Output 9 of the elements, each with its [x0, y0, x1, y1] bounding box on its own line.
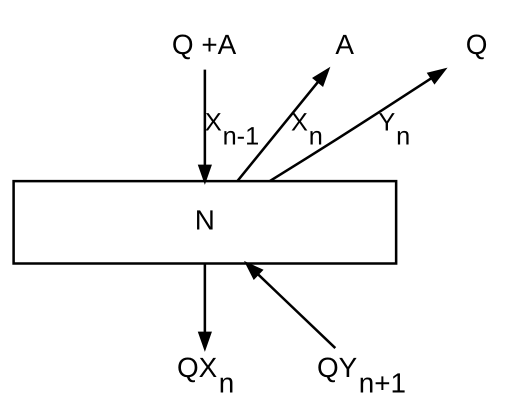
arrow — [236, 66, 330, 182]
node-text: Q — [466, 28, 488, 60]
node-text: A — [335, 28, 354, 60]
node-text: Q +A — [172, 28, 236, 60]
node-box: N — [12, 180, 398, 265]
arrow — [269, 68, 448, 182]
arrow — [244, 260, 336, 349]
arrow — [198, 70, 212, 185]
arrow — [198, 264, 212, 352]
